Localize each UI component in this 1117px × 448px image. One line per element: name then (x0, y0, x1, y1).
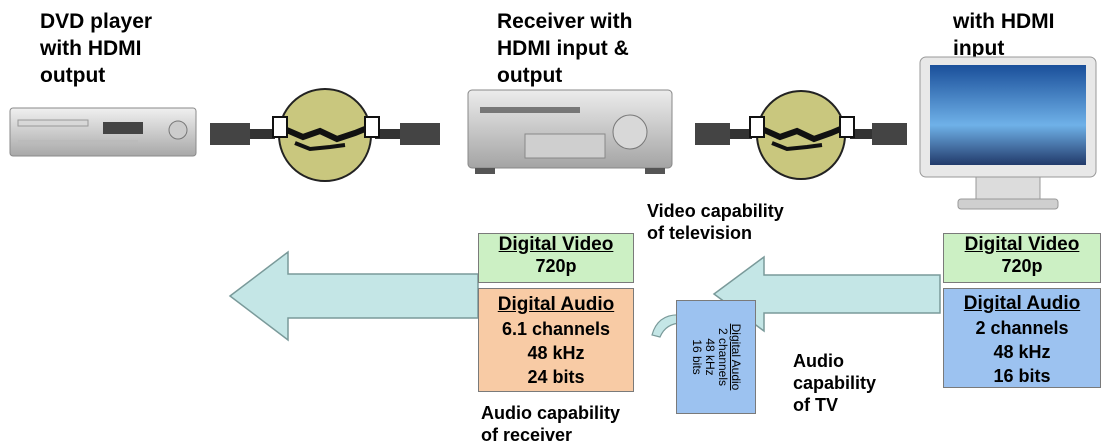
receiver-video-value: 720p (535, 256, 577, 276)
tv-audio-box: Digital Audio 2 channels 48 kHz 16 bits (943, 288, 1101, 388)
audio-capability-tv-label: Audio capability of TV (793, 351, 877, 415)
tv-audio-rotated-box: Digital Audio 2 channels 48 kHz 16 bits (676, 300, 756, 414)
rotated-audio-title: Digital Audio (729, 323, 743, 391)
dvd-player-icon (9, 107, 197, 157)
tv-audio-title: Digital Audio (963, 293, 1081, 314)
tv-video-box: Digital Video 720p (943, 233, 1101, 283)
tv-label: with HDMI input (953, 10, 1055, 60)
tv-audio-channels: 2 channels (975, 318, 1069, 338)
av-receiver-icon (467, 89, 673, 174)
tv-video-title: Digital Video (964, 234, 1080, 255)
receiver-video-title: Digital Video (498, 234, 614, 255)
left-arrow-icon (712, 255, 941, 333)
receiver-label: Receiver with HDMI input & output (497, 10, 633, 87)
audio-capability-receiver-label: Audio capability of receiver (481, 403, 621, 445)
receiver-video-box: Digital Video 720p (478, 233, 634, 283)
rotated-audio-channels: 2 channels (716, 327, 730, 387)
hdmi-cable-handshake-icon (695, 90, 907, 180)
receiver-audio-bits: 24 bits (527, 367, 585, 387)
hdmi-cable-handshake-icon (210, 88, 440, 182)
rotated-audio-bits: 16 bits (690, 339, 704, 375)
left-arrow-large-icon (228, 250, 479, 342)
flat-panel-tv-icon (919, 56, 1097, 210)
video-capability-tv-label: Video capability of television (647, 201, 784, 243)
receiver-audio-title: Digital Audio (497, 294, 615, 315)
dvd-player-label: DVD player with HDMI output (40, 10, 153, 87)
tv-audio-rate: 48 kHz (993, 342, 1051, 362)
rotated-audio-rate: 48 kHz (703, 338, 717, 376)
receiver-audio-channels: 6.1 channels (501, 319, 611, 339)
receiver-audio-rate: 48 kHz (527, 343, 585, 363)
receiver-audio-box: Digital Audio 6.1 channels 48 kHz 24 bit… (478, 288, 634, 392)
tv-video-value: 720p (1001, 256, 1043, 276)
tv-audio-bits: 16 bits (993, 366, 1051, 386)
